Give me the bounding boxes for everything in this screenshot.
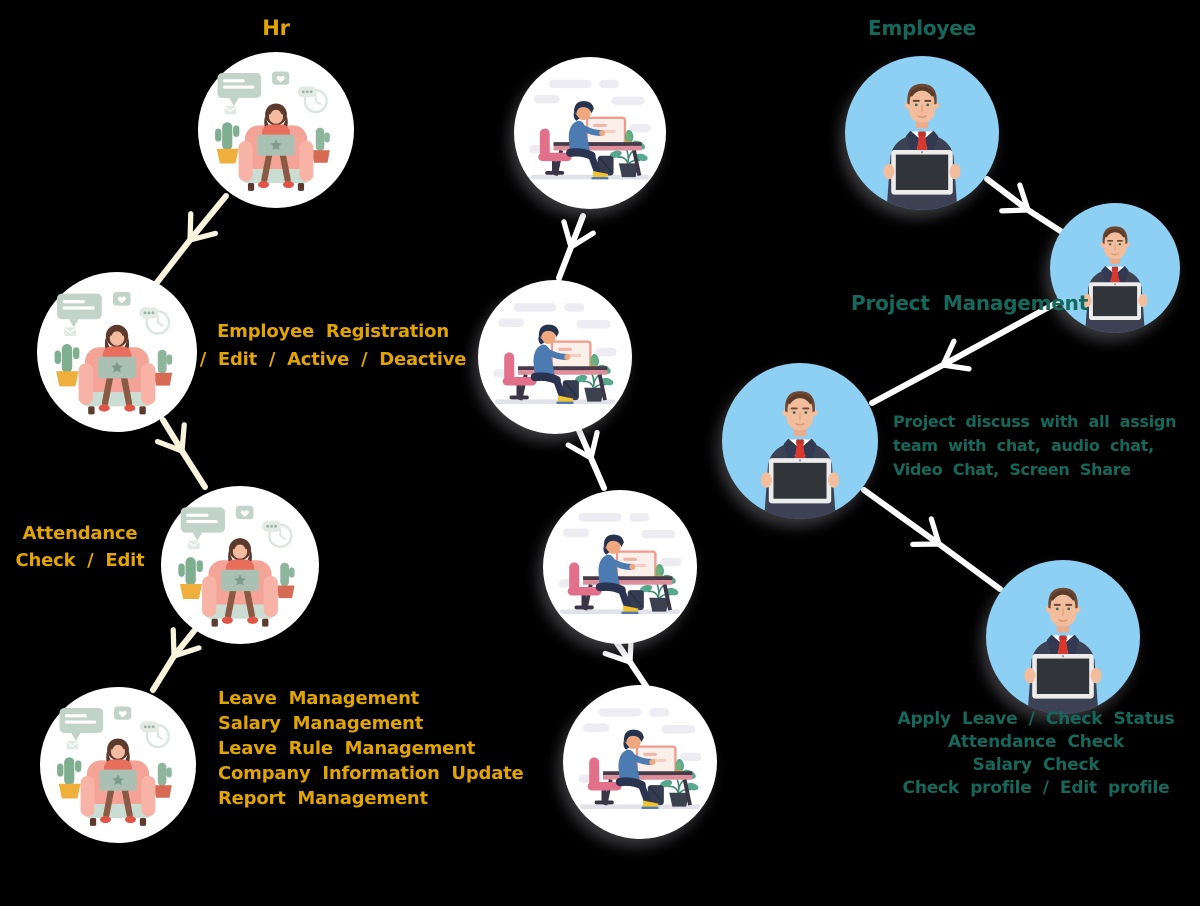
worker-desk-illustration	[543, 490, 697, 644]
worker-desk-illustration	[563, 685, 717, 839]
hr-woman-illustration	[40, 687, 196, 843]
process-step-circle-3	[543, 490, 697, 644]
hr-step-circle-2	[37, 272, 197, 432]
businessman-laptop-illustration	[722, 363, 878, 519]
label-line: Report Management	[218, 788, 428, 809]
process-step-circle-1	[514, 57, 666, 209]
label-line: Attendance	[22, 523, 138, 544]
arrow-employee-3-4	[861, 487, 1003, 592]
hr-title-text: Hr	[262, 16, 290, 40]
hr-step-circle-3	[161, 486, 319, 644]
hr-management-label: Leave Management Salary Management Leave…	[218, 686, 524, 811]
hr-attendance-label: Attendance Check / Edit	[0, 520, 160, 574]
label-line: Check / Edit	[15, 550, 145, 571]
hr-registration-label: Employee Registration / Edit / Active / …	[187, 318, 479, 374]
label-line: Leave Management	[218, 688, 420, 709]
label-line: Video Chat, Screen Share	[893, 460, 1131, 479]
label-line: Apply Leave / Check Status	[897, 709, 1175, 729]
employee-step-circle-3	[722, 363, 878, 519]
project-management-label: Project Management	[851, 291, 1091, 315]
worker-desk-illustration	[478, 280, 632, 434]
hr-column-title: Hr	[230, 16, 322, 40]
arrow-process-3-4	[602, 633, 653, 695]
process-step-circle-2	[478, 280, 632, 434]
label-line: Employee Registration	[217, 321, 449, 342]
project-discuss-label: Project discuss with all assign team wit…	[893, 410, 1193, 482]
businessman-laptop-illustration	[986, 560, 1140, 714]
label-line: team with chat, audio chat,	[893, 436, 1154, 455]
label-line: Salary Management	[218, 713, 424, 734]
label-line: Check profile / Edit profile	[902, 778, 1170, 798]
hr-woman-illustration	[198, 52, 354, 208]
label-line: Company Information Update	[218, 763, 524, 784]
employee-step-circle-4	[986, 560, 1140, 714]
employee-title-text: Employee	[868, 16, 976, 40]
arrow-process-1-2	[556, 213, 596, 281]
arrow-employee-2-3	[869, 299, 1061, 406]
arrow-process-2-3	[565, 425, 607, 491]
worker-desk-illustration	[514, 57, 666, 209]
hr-step-circle-4	[40, 687, 196, 843]
process-step-circle-4	[563, 685, 717, 839]
label-line: Project Management	[851, 291, 1089, 315]
hr-step-circle-1	[198, 52, 354, 208]
hr-woman-illustration	[37, 272, 197, 432]
employee-step-circle-1	[845, 56, 999, 210]
label-line: Project discuss with all assign	[893, 412, 1177, 431]
employee-self-service-label: Apply Leave / Check Status Attendance Ch…	[878, 708, 1194, 800]
hr-woman-illustration	[161, 486, 319, 644]
label-line: Attendance Check	[947, 732, 1125, 752]
label-line: / Edit / Active / Deactive	[199, 349, 467, 370]
label-line: Leave Rule Management	[218, 738, 476, 759]
label-line: Salary Check	[972, 755, 1100, 775]
employee-column-title: Employee	[845, 16, 999, 40]
businessman-laptop-illustration	[845, 56, 999, 210]
